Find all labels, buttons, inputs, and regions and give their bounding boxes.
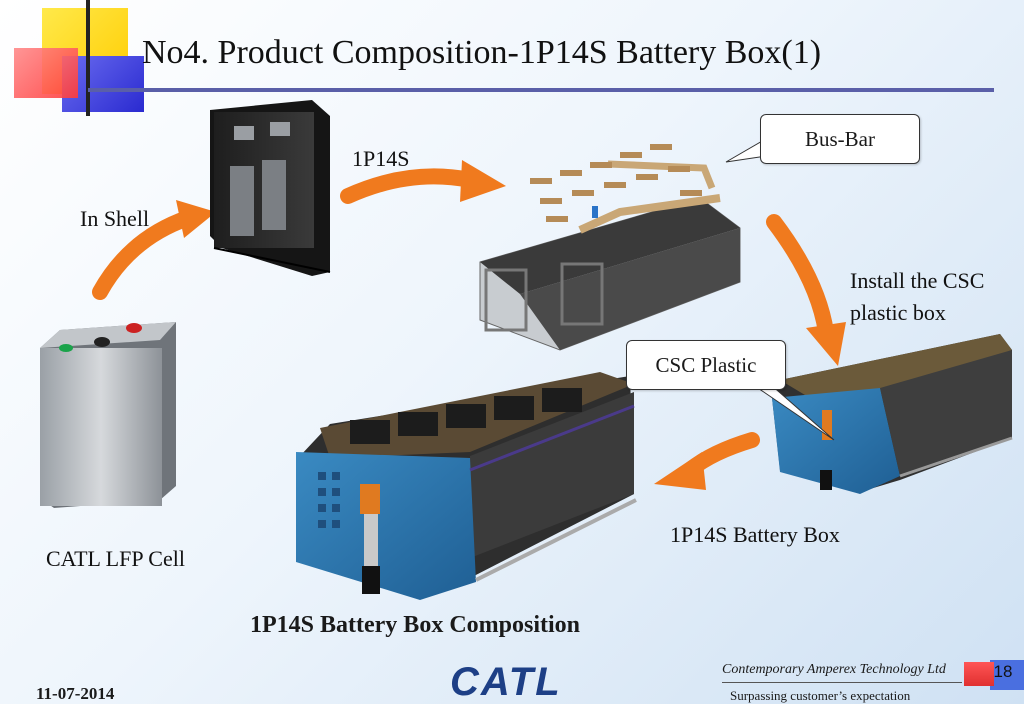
module-with-busbars-image	[479, 144, 741, 351]
csc-plastic-callout: CSC Plastic	[626, 340, 786, 390]
in-shell-label: In Shell	[80, 206, 150, 231]
lfp-cell-label: CATL LFP Cell	[46, 546, 185, 571]
install-csc-label: Install the CSC	[850, 268, 985, 293]
arrow-battery-box	[654, 432, 760, 490]
page-number: 18	[993, 662, 1013, 681]
catl-logo: CATL	[450, 660, 562, 704]
arrow-1p14s	[340, 160, 506, 204]
slide-date: 11-07-2014	[36, 684, 115, 703]
arrow-in-shell	[92, 200, 216, 300]
company-name: Contemporary Amperex Technology Ltd	[722, 662, 946, 677]
battery-box-label: 1P14S Battery Box	[670, 522, 840, 547]
arrow-install-csc	[766, 214, 846, 366]
company-rule	[722, 682, 962, 683]
bus-bar-callout: Bus-Bar	[760, 114, 920, 164]
composition-caption: 1P14S Battery Box Composition	[250, 612, 580, 638]
lfp-cell-image	[40, 322, 176, 508]
title-rule	[88, 88, 994, 92]
slide-title: No4. Product Composition-1P14S Battery B…	[142, 34, 822, 71]
page-red-decoration	[964, 662, 994, 686]
shell-module-image	[210, 100, 331, 276]
csc-box-image	[772, 334, 1013, 494]
page-box-decoration	[990, 660, 1024, 690]
p14s-label: 1P14S	[352, 146, 410, 171]
company-slogan: Surpassing customer’s expectation	[730, 688, 911, 703]
plastic-box-label: plastic box	[850, 300, 946, 325]
battery-box-composition-image	[296, 372, 637, 600]
